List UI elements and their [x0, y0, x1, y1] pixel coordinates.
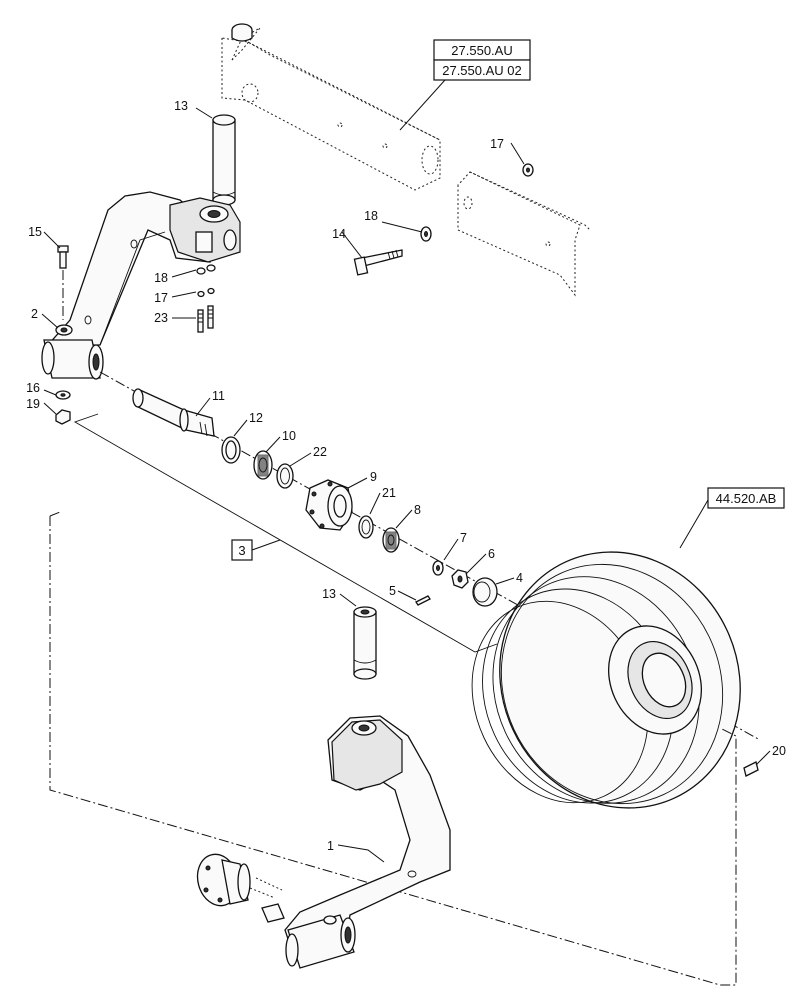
- callout-21[interactable]: 21: [382, 486, 396, 500]
- callout-2[interactable]: 2: [31, 307, 38, 321]
- lower-arm: [284, 715, 451, 969]
- callout-14[interactable]: 14: [332, 227, 346, 241]
- group-leader: [251, 539, 281, 551]
- callout-4[interactable]: 4: [516, 571, 523, 585]
- callout-19[interactable]: 19: [26, 397, 40, 411]
- callout-9[interactable]: 9: [370, 470, 377, 484]
- callout-11[interactable]: 11: [212, 389, 225, 403]
- callout-17-left[interactable]: 17: [154, 291, 168, 305]
- ref-wheel-text: 44.520.AB: [716, 491, 777, 506]
- cap-4: [472, 577, 498, 607]
- wheel-tire: [471, 551, 741, 809]
- callout-10[interactable]: 10: [282, 429, 296, 443]
- callout-8[interactable]: 8: [414, 503, 421, 517]
- callout-20[interactable]: 20: [772, 744, 786, 758]
- ref-box-frame[interactable]: 27.550.AU 27.550.AU 02: [399, 39, 531, 131]
- bolt-15: [57, 245, 69, 320]
- washer-18-right: [420, 226, 432, 242]
- hardware-stack-left: [196, 264, 216, 333]
- bearing-8: [382, 527, 400, 553]
- upper-arm: [41, 191, 241, 380]
- ref-frame-secondary-text: 27.550.AU 02: [442, 63, 522, 78]
- callout-18-right[interactable]: 18: [364, 209, 378, 223]
- pivot-top-collar: [231, 23, 253, 42]
- cup-22: [276, 463, 294, 489]
- callout-13-bottom[interactable]: 13: [322, 587, 336, 601]
- ref-box-frame-secondary[interactable]: [433, 59, 531, 81]
- lower-assembly-bounding-top: [49, 511, 61, 517]
- callout-17-right[interactable]: 17: [490, 137, 504, 151]
- ref-box-wheel-rect[interactable]: [707, 487, 785, 509]
- bolt-20: [743, 761, 759, 777]
- ref-frame-leader: [399, 79, 446, 131]
- frame-ghost-outline: [221, 27, 591, 297]
- ref-box-wheel[interactable]: 44.520.AB: [679, 487, 785, 549]
- nut-19: [55, 409, 71, 425]
- hub-9: [305, 479, 353, 531]
- callout-7[interactable]: 7: [460, 531, 467, 545]
- leader-lines: [41, 107, 771, 863]
- callout-15[interactable]: 15: [28, 225, 42, 239]
- callout-labels: 13 17 18 14 15 18 17 23 2 16 19 11 12 10…: [26, 99, 786, 853]
- washer-17-right: [522, 163, 534, 177]
- spindle-11: [132, 388, 215, 437]
- callout-13-top[interactable]: 13: [174, 99, 188, 113]
- callout-1[interactable]: 1: [327, 839, 334, 853]
- seal-12: [221, 436, 241, 464]
- callout-12[interactable]: 12: [249, 411, 263, 425]
- group-box[interactable]: 3: [231, 539, 281, 561]
- nut-6: [451, 569, 469, 589]
- cotter-pin-5: [415, 595, 431, 606]
- callout-23[interactable]: 23: [154, 311, 168, 325]
- lower-hub: [196, 853, 285, 923]
- group-box-text: 3: [238, 543, 245, 558]
- lower-assembly-bounding: [49, 516, 737, 986]
- group-3-bracket: [73, 413, 498, 653]
- callout-16[interactable]: 16: [26, 381, 40, 395]
- ref-frame-primary-text: 27.550.AU: [451, 43, 512, 58]
- bolt-14: [353, 249, 403, 276]
- pin-13-bottom: [353, 606, 377, 680]
- callout-6[interactable]: 6: [488, 547, 495, 561]
- ref-wheel-leader: [679, 499, 709, 549]
- washer-7: [432, 560, 444, 576]
- washer-16: [55, 390, 71, 400]
- bearing-10: [253, 450, 273, 480]
- callout-22[interactable]: 22: [313, 445, 327, 459]
- pin-13-top: [212, 114, 236, 206]
- cup-21: [358, 515, 374, 539]
- callout-18-left[interactable]: 18: [154, 271, 168, 285]
- callout-5[interactable]: 5: [389, 584, 396, 598]
